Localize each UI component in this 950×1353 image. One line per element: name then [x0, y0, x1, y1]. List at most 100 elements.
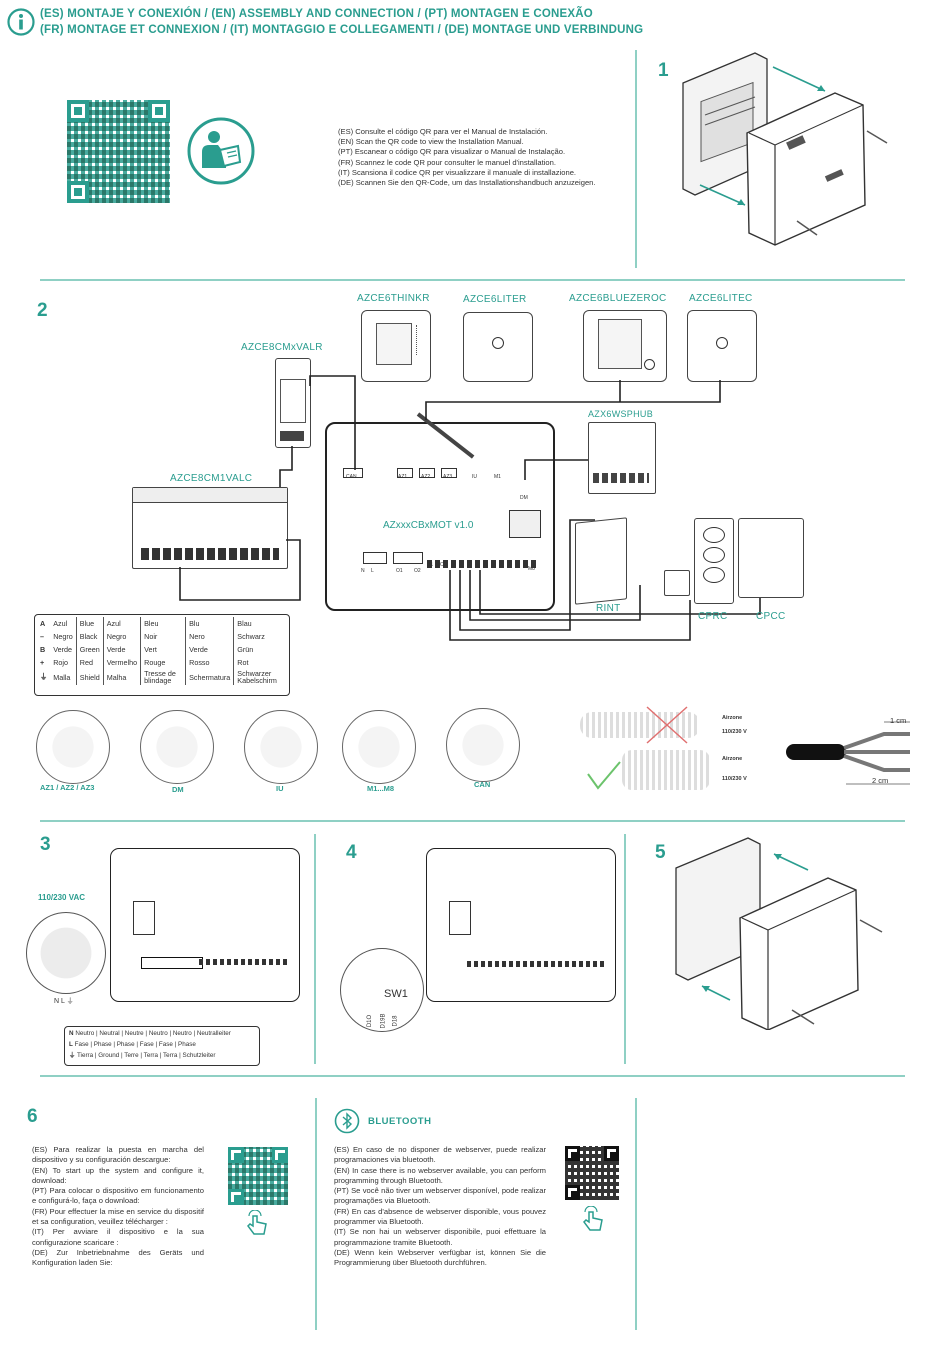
header-line-2: (FR) MONTAGE ET CONNEXION / (IT) MONTAGG…	[40, 24, 644, 36]
step-1-illustration	[675, 45, 905, 255]
terminal-m1: M1	[494, 474, 501, 480]
legend-ground: ⏚ Tierra | Ground | Terre | Terra | Terr…	[69, 1052, 216, 1059]
bluetooth-qr-code[interactable]	[565, 1146, 619, 1200]
connector-label-m: M1...M8	[367, 784, 395, 793]
step-1-number: 1	[658, 60, 669, 81]
label-azce8cmxvalr: AZCE8CMxVALR	[241, 342, 323, 353]
label-azce6litec: AZCE6LITEC	[689, 293, 753, 304]
divider-vertical-1	[635, 50, 637, 268]
terminal-o2: O2	[414, 568, 421, 574]
manual-qr-code[interactable]	[67, 100, 170, 203]
step-4-board	[426, 848, 616, 1002]
label-cprc: CPRC	[698, 611, 728, 622]
module-wsphub	[588, 422, 656, 494]
connector-label-az: AZ1 / AZ2 / AZ3	[40, 783, 95, 792]
header-line-1: (ES) MONTAJE Y CONEXIÓN / (EN) ASSEMBLY …	[40, 8, 593, 20]
cable-label-voltage-2: 110/230 V	[722, 776, 747, 782]
label-azx6wsphub: AZX6WSPHUB	[588, 409, 654, 419]
label-cpcc: CPCC	[756, 611, 786, 622]
module-rint	[575, 517, 627, 605]
terminal-l: L	[371, 568, 374, 574]
step-5-illustration	[668, 830, 898, 1031]
divider-horizontal-3	[40, 1075, 905, 1077]
label-azce6thinkr: AZCE6THINKR	[357, 293, 430, 304]
legend-neutral: N Neutro | Neutral | Neutre | Neutro | N…	[69, 1030, 231, 1037]
label-azce6liter: AZCE6LITER	[463, 294, 527, 305]
main-board-outline: AZxxxCBxMOT v1.0	[325, 422, 555, 611]
cable-strip-diagram	[786, 721, 910, 785]
step-4-pin-3: D18	[392, 1015, 399, 1027]
connector-label-iu: IU	[276, 784, 284, 793]
terminal-o3: O3	[440, 562, 447, 568]
qr-instructions: (ES) Consulte el código QR para ver el M…	[338, 127, 596, 188]
divider-horizontal-1	[40, 279, 905, 281]
step-4-pin-1: D1O	[367, 1014, 374, 1028]
thermostat-litec	[687, 310, 757, 382]
terminal-o1: O1	[396, 568, 403, 574]
tap-hand-icon-2	[583, 1206, 603, 1231]
app-qr-code[interactable]	[228, 1147, 288, 1205]
cable-label-airzone-1: Airzone	[722, 715, 743, 721]
wrong-cross-icon	[646, 706, 688, 744]
cable-label-voltage-1: 110/230 V	[722, 729, 747, 735]
bluetooth-instructions: (ES) En caso de no disponer de webserver…	[334, 1145, 546, 1268]
label-rint: RINT	[596, 603, 621, 614]
bluetooth-title: BLUETOOTH	[368, 1116, 432, 1127]
step-4-switch-zoom	[340, 948, 424, 1032]
connector-iu	[244, 710, 318, 784]
step-3-board	[110, 848, 300, 1002]
connector-az	[36, 710, 110, 784]
tap-hand-icon	[247, 1210, 267, 1235]
terminal-m8: M8	[528, 566, 535, 572]
terminal-can: CAN	[346, 474, 357, 480]
connector-label-can: CAN	[474, 780, 491, 789]
divider-vertical-2	[314, 834, 316, 1064]
info-icon	[7, 8, 35, 36]
module-cprc	[694, 518, 734, 604]
cable-routing-wrong	[580, 712, 700, 738]
step-4-pin-2: D19B	[380, 1013, 387, 1029]
step-5-number: 5	[655, 842, 666, 863]
divider-vertical-4	[315, 1098, 317, 1330]
terminal-dm: DM	[520, 495, 528, 501]
terminal-az2: AZ2	[421, 474, 431, 480]
thermostat-liter	[463, 312, 533, 382]
correct-check-icon	[587, 761, 621, 790]
terminal-a1: A1	[427, 562, 434, 568]
step-3-nl-label: N L ⏚	[54, 998, 74, 1005]
strip-label-1cm: 1 cm	[890, 716, 907, 725]
step-3-terminal-zoom	[26, 912, 106, 994]
sensor-box	[664, 570, 690, 596]
legend-phase: L Fase | Phase | Phase | Fase | Fase | P…	[69, 1041, 196, 1048]
divider-vertical-5	[635, 1098, 637, 1330]
divider-horizontal-2	[40, 820, 905, 822]
module-cpcc	[738, 518, 804, 598]
divider-vertical-3	[624, 834, 626, 1064]
step-4-number: 4	[346, 842, 357, 863]
step-4-switch-label: SW1	[384, 988, 408, 1000]
connector-can	[446, 708, 520, 782]
thermostat-thinkr	[361, 310, 431, 382]
wiring-diagram	[179, 375, 761, 641]
terminal-az3: AZ3	[443, 474, 453, 480]
terminal-az1: AZ1	[398, 474, 408, 480]
step-3-legend: N Neutro | Neutral | Neutre | Neutro | N…	[64, 1026, 260, 1066]
label-azce8cm1valc: AZCE8CM1VALC	[170, 473, 253, 484]
step-6-instructions: (ES) Para realizar la puesta en marcha d…	[32, 1145, 204, 1268]
module-valc	[132, 487, 288, 569]
connector-label-dm: DM	[172, 785, 184, 794]
cable-label-airzone-2: Airzone	[722, 756, 743, 762]
thermostat-bluezeroc	[583, 310, 667, 382]
step-6-number: 6	[27, 1106, 38, 1127]
label-azce6bluezeroc: AZCE6BLUEZEROC	[569, 293, 667, 304]
step-3-number: 3	[40, 834, 51, 855]
strip-label-2cm: 2 cm	[872, 776, 889, 785]
main-board-model-label: AZxxxCBxMOT v1.0	[383, 520, 474, 531]
bluetooth-icon	[334, 1108, 360, 1134]
cable-routing-correct	[622, 750, 710, 790]
